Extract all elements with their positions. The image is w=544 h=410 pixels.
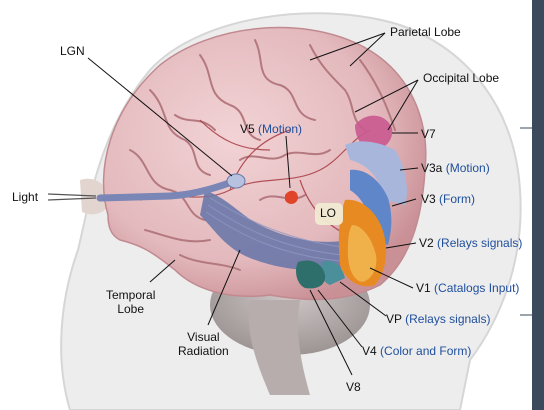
label-vp-name: VP bbox=[386, 312, 402, 326]
label-parietal-lobe: Parietal Lobe bbox=[390, 25, 461, 39]
label-v3a-note: (Motion) bbox=[445, 161, 490, 175]
label-visual-radiation: Visual Radiation bbox=[178, 330, 229, 358]
label-v4: V4 (Color and Form) bbox=[362, 344, 471, 358]
label-v3-note: (Form) bbox=[439, 192, 476, 206]
area-v7 bbox=[355, 115, 393, 150]
label-v7: V7 bbox=[421, 127, 436, 141]
label-v5: V5 (Motion) bbox=[240, 122, 302, 136]
label-occipital-lobe: Occipital Lobe bbox=[423, 71, 500, 85]
label-v3-name: V3 bbox=[421, 192, 436, 206]
label-v3a-name: V3a bbox=[421, 161, 443, 175]
label-v2-note: (Relays signals) bbox=[437, 236, 523, 250]
area-vp bbox=[320, 260, 345, 285]
label-v3a: V3a (Motion) bbox=[421, 161, 490, 175]
label-v4-note: (Color and Form) bbox=[380, 344, 472, 358]
area-v5 bbox=[285, 190, 298, 204]
sidebar-ticks bbox=[520, 127, 532, 316]
label-v2-name: V2 bbox=[419, 236, 434, 250]
label-temporal-lobe: Temporal Lobe bbox=[106, 288, 155, 316]
light-arrows bbox=[47, 193, 97, 201]
area-v1 bbox=[347, 225, 377, 282]
label-v5-note: (Motion) bbox=[258, 122, 303, 136]
label-lo: LO bbox=[320, 206, 337, 220]
label-v8: V8 bbox=[346, 380, 361, 394]
label-v1: V1 (Catalogs Input) bbox=[416, 281, 519, 295]
label-temporal-lobe-line2: Lobe bbox=[117, 302, 145, 316]
area-v4 bbox=[296, 260, 326, 289]
label-v3: V3 (Form) bbox=[421, 192, 475, 206]
area-v3a bbox=[345, 141, 407, 205]
label-visual-radiation-line1: Visual bbox=[187, 330, 220, 344]
optic-nerve bbox=[96, 178, 236, 202]
label-vp-note: (Relays signals) bbox=[405, 312, 491, 326]
sidebar-bar bbox=[532, 0, 544, 410]
lgn-nucleus bbox=[226, 173, 246, 189]
label-v2: V2 (Relays signals) bbox=[419, 236, 522, 250]
label-v1-note: (Catalogs Input) bbox=[434, 281, 520, 295]
visual-radiation bbox=[200, 190, 355, 271]
label-v5-name: V5 bbox=[240, 122, 255, 136]
leader-lines bbox=[87, 32, 419, 376]
label-vp: VP (Relays signals) bbox=[386, 312, 491, 326]
label-visual-radiation-line2: Radiation bbox=[178, 344, 229, 358]
label-light: Light bbox=[12, 190, 39, 204]
brain-sulci bbox=[129, 39, 396, 271]
label-v1-name: V1 bbox=[416, 281, 431, 295]
label-temporal-lobe-line1: Temporal bbox=[106, 288, 156, 302]
label-lgn: LGN bbox=[60, 44, 85, 58]
label-v4-name: V4 bbox=[362, 344, 377, 358]
area-lo bbox=[315, 203, 343, 225]
brainstem bbox=[248, 300, 310, 395]
